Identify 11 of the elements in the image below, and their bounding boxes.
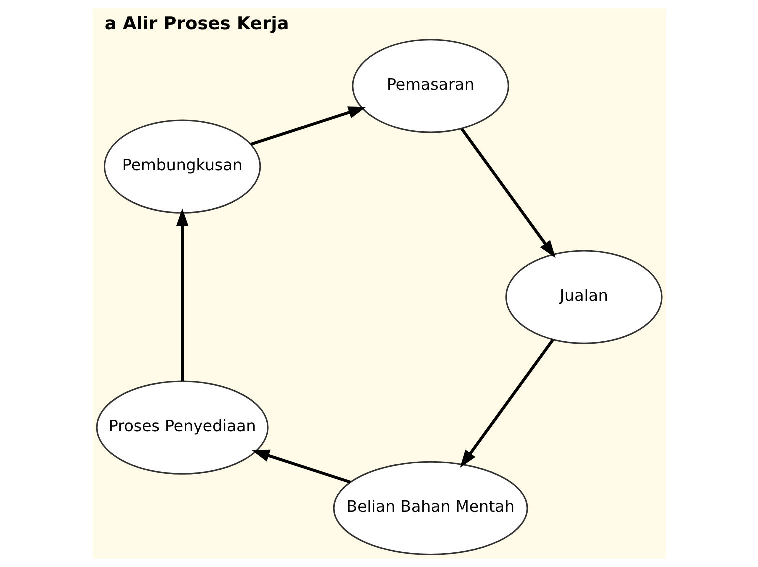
node-ellipse: Pemasaran	[352, 39, 509, 134]
arrow	[460, 128, 556, 258]
node-ellipse: Pembungkusan	[103, 120, 261, 214]
node-ellipse: Belian Bahan Mentah	[332, 461, 528, 556]
node-ellipse: Jualan	[505, 250, 662, 344]
arrow	[460, 339, 554, 468]
node-ellipse: Proses Penyediaan	[96, 380, 268, 475]
arrow	[176, 208, 188, 382]
arrow	[250, 106, 366, 146]
arrow	[251, 450, 350, 484]
diagram-title: a Alir Proses Kerja	[104, 14, 289, 34]
